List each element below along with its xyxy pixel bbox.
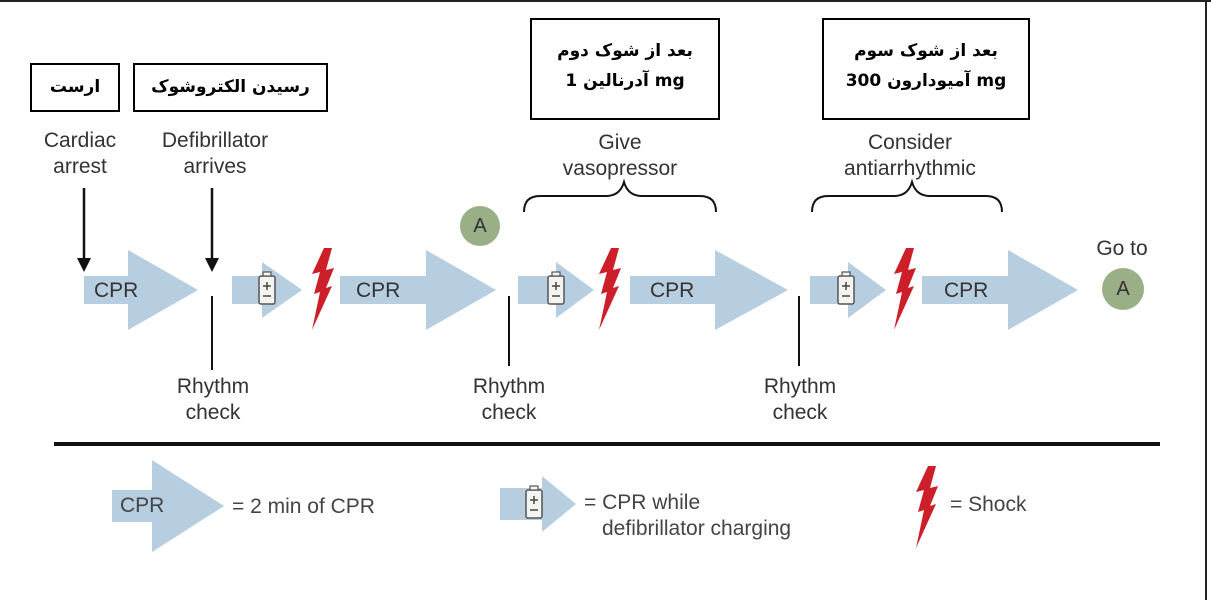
rhythm-check-3-line2: check (772, 401, 828, 424)
battery-icon (837, 271, 855, 305)
cardiac-arrest-line2: arrest (53, 155, 107, 178)
rhythm-check-1-line1: Rhythm (176, 375, 250, 398)
lightning-bolt-icon (599, 248, 621, 330)
give-vasopressor-label: Give vasopressor (540, 130, 700, 182)
cpr-arrow (630, 250, 788, 330)
down-arrow-icon (77, 188, 91, 272)
cardiac-arrest-label: Cardiac arrest (30, 128, 130, 180)
cpr-arrow-label: CPR (944, 279, 989, 302)
circle-a-marker: A (460, 206, 500, 246)
battery-icon (525, 485, 543, 519)
rhythm-check-2-line2: check (481, 401, 537, 424)
legend-cpr-arrow (112, 460, 224, 552)
cpr-arrow-label: CPR (356, 279, 401, 302)
lightning-bolt-icon (312, 248, 334, 330)
down-arrow-icon (205, 188, 219, 272)
rhythm-check-label-1: Rhythm check (163, 374, 263, 426)
brace-icon (811, 178, 1003, 213)
consider-antiarrhythmic-label: Consider antiarrhythmic (820, 130, 1000, 182)
rhythm-check-1-line2: check (185, 401, 241, 424)
defib-arrival-text: رسیدن الکتروشوک (151, 77, 310, 97)
defibrillator-arrives-line2: arrives (183, 155, 247, 178)
legend-cpr-description: = 2 min of CPR (232, 495, 375, 518)
cpr-arrow-label: CPR (650, 279, 695, 302)
rhythm-check-3-line1: Rhythm (763, 375, 837, 398)
second-shock-box: بعد از شوک دوم آدرنالین 1 mg (530, 18, 720, 120)
cpr-arrow-label: CPR (94, 279, 139, 302)
legend-charging-description: = CPR while defibrillator charging (584, 490, 791, 542)
go-to-a-circle: A (1102, 268, 1144, 310)
cpr-arrow (84, 250, 198, 330)
rhythm-check-label-3: Rhythm check (750, 374, 850, 426)
defibrillator-arrives-label: Defibrillator arrives (140, 128, 290, 180)
go-to-label: Go to (1096, 237, 1148, 260)
brace-icon (523, 178, 717, 213)
third-shock-line1: بعد از شوک سوم (854, 41, 998, 61)
give-vasopressor-line1: Give (598, 131, 642, 154)
cardiac-arrest-line1: Cardiac (43, 129, 117, 152)
consider-antiarrhythmic-line2: antiarrhythmic (844, 157, 976, 180)
top-border (0, 0, 1211, 2)
battery-icon (258, 271, 276, 305)
arrest-box: ارست (30, 63, 120, 112)
arrest-text: ارست (49, 77, 101, 97)
lightning-bolt-icon (894, 248, 916, 330)
second-shock-line1: بعد از شوک دوم (557, 41, 693, 61)
rhythm-check-label-2: Rhythm check (459, 374, 559, 426)
battery-icon (547, 271, 565, 305)
cpr-arrow (340, 250, 496, 330)
legend-shock-description: = Shock (950, 493, 1027, 516)
legend-cpr-label: CPR (120, 494, 165, 517)
lightning-bolt-icon (916, 466, 938, 548)
legend-charging-line1: = CPR while (584, 491, 701, 514)
give-vasopressor-line2: vasopressor (562, 157, 678, 180)
consider-antiarrhythmic-line1: Consider (867, 131, 953, 154)
legend-charging-line2: defibrillator charging (602, 517, 792, 540)
right-border (1205, 0, 1207, 600)
defib-arrival-box: رسیدن الکتروشوک (133, 63, 328, 112)
cpr-arrow (922, 250, 1078, 330)
defibrillator-arrives-line1: Defibrillator (161, 129, 269, 152)
rhythm-check-2-line1: Rhythm (472, 375, 546, 398)
third-shock-box: بعد از شوک سوم آمیودارون 300 mg (822, 18, 1030, 120)
third-shock-line2: آمیودارون 300 mg (845, 71, 1007, 91)
second-shock-line2: آدرنالین 1 mg (565, 71, 685, 91)
